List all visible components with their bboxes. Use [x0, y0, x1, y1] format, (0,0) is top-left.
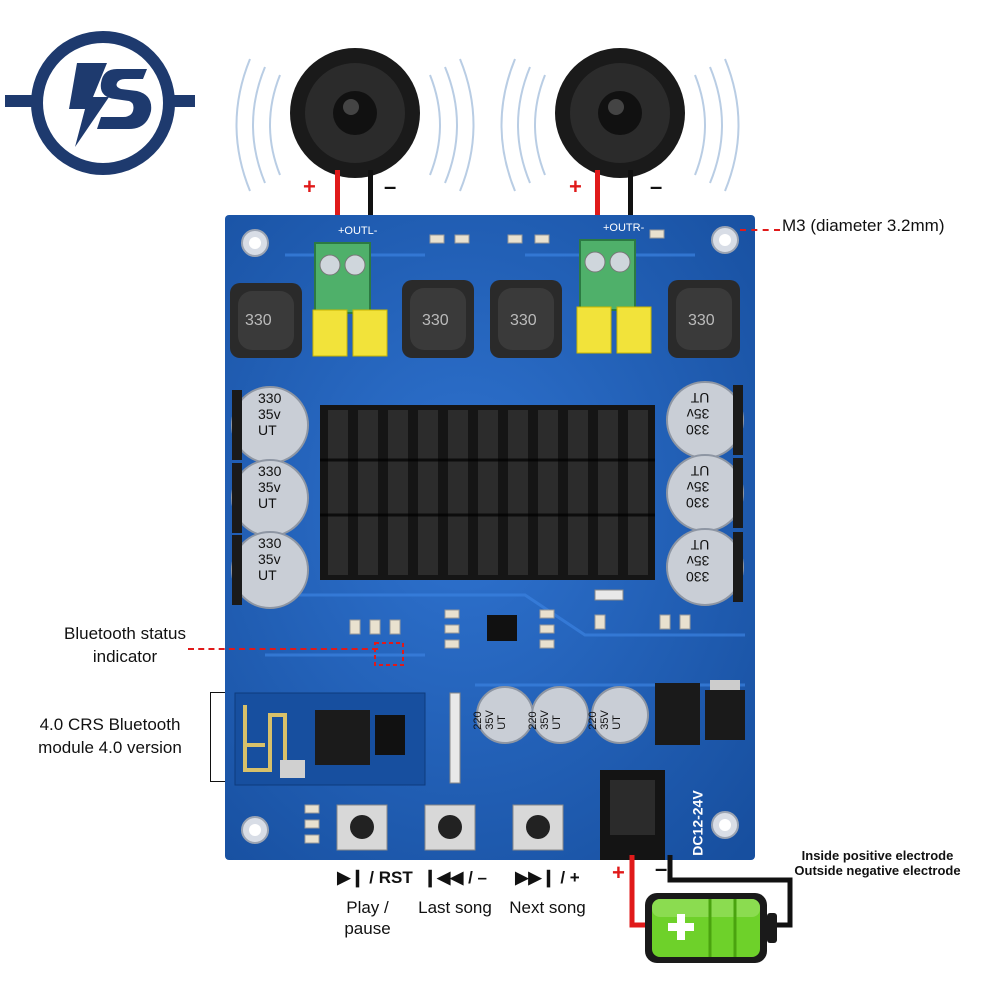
bt-status-leader-line: [188, 648, 378, 652]
speaker-right: [490, 45, 750, 205]
play-button-symbol: ▶❙ / RST: [337, 868, 413, 887]
power-minus: –: [655, 856, 668, 881]
inductor-code: 330: [422, 312, 449, 329]
out-left-label: +OUTL-: [338, 225, 378, 237]
amplifier-board: [225, 215, 755, 860]
brand-logo: [5, 25, 195, 180]
speaker-left-plus: +: [303, 174, 316, 199]
inductor-code: 330: [510, 312, 537, 329]
inductor-code: 330: [245, 312, 272, 329]
last-button-label[interactable]: Last song: [418, 898, 492, 917]
next-button-label[interactable]: Next song: [509, 898, 586, 917]
speaker-right-minus: –: [650, 174, 663, 199]
bt-module-bracket: [210, 692, 225, 782]
speaker-left-minus: –: [384, 174, 397, 199]
m3-leader-line: [740, 229, 780, 233]
speaker-right-plus: +: [569, 174, 582, 199]
battery: [610, 855, 810, 980]
play-button-label[interactable]: Play /pause: [344, 898, 391, 938]
last-button-symbol: ❙◀◀ / –: [422, 868, 487, 887]
speaker-wires: [300, 170, 700, 260]
speaker-left: [225, 45, 485, 205]
m3-annotation: M3 (diameter 3.2mm): [782, 216, 945, 235]
out-right-label: +OUTR-: [603, 222, 645, 234]
next-button-symbol: ▶▶❙ / +: [515, 868, 580, 887]
power-label: DC12-24V: [689, 790, 706, 856]
inductor-code: 330: [688, 312, 715, 329]
power-plus: +: [612, 860, 625, 885]
